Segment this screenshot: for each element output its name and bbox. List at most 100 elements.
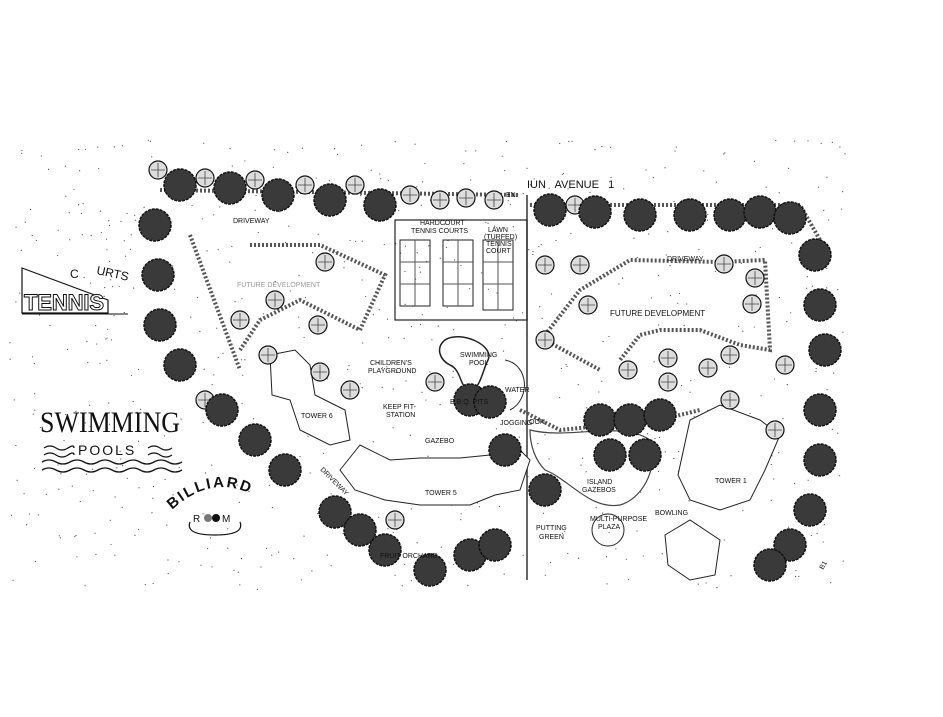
tree-icon <box>230 310 250 330</box>
tree-icon <box>583 403 617 437</box>
tree-icon <box>430 190 450 210</box>
tree-icon <box>484 190 504 210</box>
tree-icon <box>363 188 397 222</box>
billiard-logo-text: BILLIARD <box>164 474 256 513</box>
tower-6 <box>269 349 351 446</box>
tree-icon <box>673 198 707 232</box>
tree-icon <box>413 553 447 587</box>
street-prefix: EN <box>506 192 516 199</box>
billiard-logo-r: R <box>193 514 200 525</box>
tennis-courts <box>394 219 528 321</box>
street-label: IUN AVENUE 1 <box>527 179 614 191</box>
billiard-ball-icon <box>204 514 212 522</box>
tree-icon <box>623 198 657 232</box>
label-childrens: CHILDREN'S <box>370 360 412 367</box>
tree-icon <box>613 403 647 437</box>
label-station: STATION <box>386 412 415 419</box>
tree-icon <box>743 195 777 229</box>
tree-icon <box>143 308 177 342</box>
tree-icon <box>368 533 402 567</box>
tree-icon <box>340 380 360 400</box>
tree-icon <box>385 510 405 530</box>
label-b1: B1 <box>819 560 829 571</box>
tree-icon <box>245 170 265 190</box>
tree-icon <box>308 315 328 335</box>
label-lagoon: OON <box>529 419 545 426</box>
water-feature <box>504 359 525 411</box>
trees <box>138 160 842 587</box>
label-driveway-north: DRIVEWAY <box>233 218 270 225</box>
tree-icon <box>745 268 765 288</box>
tree-icon <box>803 443 837 477</box>
label-island: ISLAND <box>587 479 612 486</box>
tree-icon <box>265 290 285 310</box>
tree-icon <box>593 438 627 472</box>
tree-icon <box>803 288 837 322</box>
tree-icon <box>315 252 335 272</box>
tree-icon <box>268 453 302 487</box>
billiard-logo-m: M <box>222 514 230 525</box>
multi-purpose-plaza <box>591 513 625 547</box>
label-driveway-east: DRIVEWAY <box>667 256 704 263</box>
tree-icon <box>775 355 795 375</box>
label-playground: PLAYGROUND <box>368 368 417 375</box>
label-hardcourt: HARDCOURT <box>420 220 465 227</box>
tree-icon <box>803 393 837 427</box>
label-putting: PUTTING <box>536 525 567 532</box>
tree-icon <box>658 348 678 368</box>
tree-icon <box>628 438 662 472</box>
label-pool: POOL <box>469 360 489 367</box>
tree-icon <box>163 348 197 382</box>
label-turfed: (TURFED) <box>484 234 517 241</box>
billiard-room-logo: BILLIARD R M <box>164 474 256 536</box>
tree-icon <box>163 168 197 202</box>
label-gazebo: GAZEBO <box>425 438 455 445</box>
tennis-logo-c: C <box>70 267 79 281</box>
tree-icon <box>793 493 827 527</box>
label-tennis-courts: TENNIS COURTS <box>411 228 468 235</box>
tree-icon <box>773 528 807 562</box>
swimming-logo-text: SWIMMING <box>40 406 180 439</box>
tree-icon <box>345 175 365 195</box>
label-future-development-west: FUTURE DEVELOPMENT <box>237 282 321 289</box>
tree-icon <box>618 360 638 380</box>
tree-icon <box>478 528 512 562</box>
tree-icon <box>720 390 740 410</box>
tree-icon <box>488 433 522 467</box>
tree-icon <box>535 330 555 350</box>
tennis-courts-logo: TENNIS C URTS <box>21 263 130 316</box>
tower-1 <box>677 404 781 511</box>
tree-icon <box>658 372 678 392</box>
label-keep-fit: KEEP FIT- <box>383 404 417 411</box>
tree-icon <box>714 254 734 274</box>
tree-icon <box>720 345 740 365</box>
tennis-logo-urts: URTS <box>95 263 130 283</box>
tree-icon <box>205 393 239 427</box>
tree-icon <box>148 160 168 180</box>
tree-icon <box>400 185 420 205</box>
billiard-logo-textpath: BILLIARD <box>164 474 254 513</box>
waves-icon <box>41 445 183 473</box>
tree-icon <box>141 258 175 292</box>
label-tower-1: TOWER 1 <box>715 478 747 485</box>
tree-icon <box>310 362 330 382</box>
tree-icon <box>773 201 807 235</box>
tree-icon <box>213 171 247 205</box>
tree-icon <box>643 398 677 432</box>
tree-icon <box>742 294 762 314</box>
tree-icon <box>753 548 787 582</box>
tree-icon <box>343 513 377 547</box>
tree-icon <box>258 345 278 365</box>
buildings <box>269 349 781 581</box>
tree-icon <box>765 420 785 440</box>
tree-icon <box>195 168 215 188</box>
label-tower-5: TOWER 5 <box>425 490 457 497</box>
tree-icon <box>570 255 590 275</box>
label-swimming: SWIMMING <box>460 352 497 359</box>
label-gazebos: GAZEBOS <box>582 487 616 494</box>
tower-5 <box>339 439 531 506</box>
tree-icon <box>578 195 612 229</box>
tree-icon <box>318 495 352 529</box>
swimming-pools-logo: SWIMMING POOLS <box>40 406 183 473</box>
